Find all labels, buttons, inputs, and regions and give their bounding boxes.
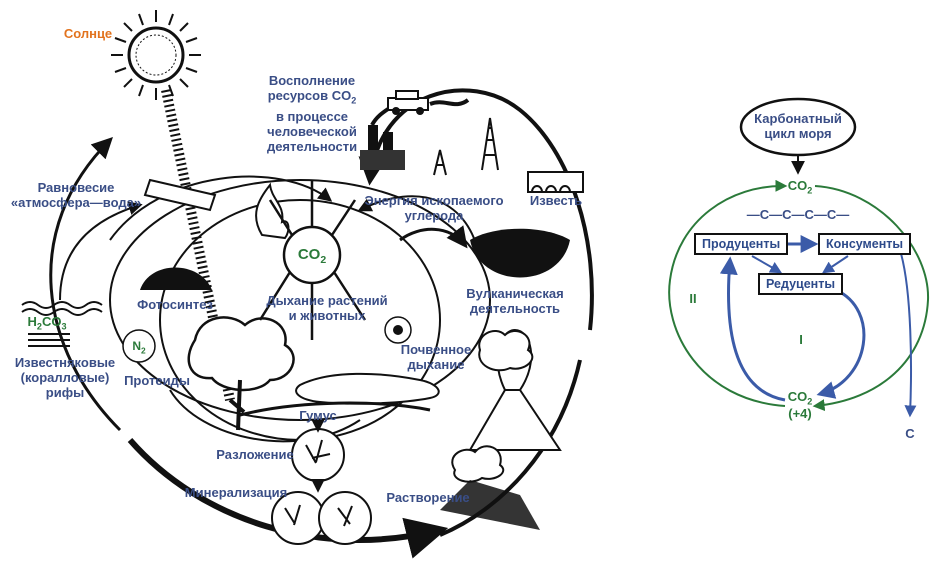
- sun-label: Солнце: [63, 26, 113, 41]
- co2-top-label: CO2: [787, 178, 813, 196]
- right-return-arrow: [439, 359, 582, 537]
- consumers-box: Консументы: [818, 233, 912, 255]
- lime-label: Известь: [529, 193, 583, 208]
- photosynthesis-label: Фотосинтез: [137, 297, 213, 312]
- cycle-ii-label: II: [689, 291, 697, 306]
- reducers-box: Редуценты: [758, 273, 844, 295]
- inner-orbit-1: [109, 179, 491, 421]
- car-icon: [387, 90, 470, 115]
- bottom-arc-arrow: [127, 438, 449, 559]
- h2co3-label: H2CO3: [27, 314, 67, 332]
- equilibrium-loop: [59, 201, 143, 301]
- humus-label: Гумус: [299, 408, 337, 423]
- consumers-to-reducers-arrow: [822, 255, 849, 274]
- fossil-deposit-icon: [470, 228, 570, 278]
- animal-icon: [295, 372, 440, 405]
- dissolution-label: Растворение: [386, 490, 470, 505]
- reducers-to-co2-arrow: [816, 288, 866, 399]
- log-icon: [143, 178, 217, 212]
- soil-respiration-label: Почвенное дыхание: [400, 342, 472, 372]
- volcanic-label: Вулканическая деятельность: [466, 286, 564, 316]
- ocean-waves-icon: [21, 301, 103, 316]
- tree-icon: [187, 316, 295, 431]
- oil-derrick-icon: [433, 117, 499, 176]
- n2-circle: [122, 329, 156, 363]
- carbon-label: C: [905, 426, 915, 441]
- equilibrium-label: Равновесие «атмосфера—вода»: [10, 180, 142, 210]
- decomposition-label: Разложение: [216, 447, 294, 462]
- carbon-chain-label: —C—C—C—C—: [746, 207, 850, 222]
- fire-icon: [255, 182, 290, 240]
- top-right-arc-arrow: [358, 88, 594, 331]
- co2-bottom-label: CO2: [787, 389, 813, 407]
- cycle-ii-right-arc: [812, 185, 930, 412]
- center-rays: [258, 180, 367, 340]
- inner-orbit-3: [109, 175, 333, 241]
- limestone-label: Известняковые (коралловые) рифы: [14, 355, 116, 400]
- oxidation-state-label: (+4): [788, 406, 812, 421]
- replenish-label: Восполнение ресурсов CO2 в процессе чело…: [266, 73, 358, 154]
- hill-icon: [140, 267, 212, 290]
- respiration-label: Дыхание растений и животных: [266, 293, 388, 323]
- n2-label: N2: [132, 339, 146, 356]
- outer-cycle-arrow: [49, 137, 122, 432]
- mineralization-label: Минерализация: [184, 485, 288, 500]
- center-co2-label: CO2: [297, 246, 327, 266]
- producers-to-reducers-arrow: [751, 255, 783, 274]
- microbe-marks: [284, 439, 353, 527]
- proteins-label: Протеиды: [124, 373, 190, 388]
- volcano-icon: [440, 328, 562, 530]
- bug-icon: [393, 325, 403, 335]
- carbonate-cycle-label: Карбонатный цикл моря: [754, 111, 842, 141]
- inner-orbit-5: [169, 389, 361, 443]
- fossil-arrows: [399, 225, 468, 249]
- sun-icon: [111, 10, 201, 100]
- cycle-i-label: I: [799, 332, 803, 347]
- producers-box: Продуценты: [694, 233, 789, 255]
- consumers-to-carbon-arrow: [899, 249, 917, 418]
- reef-strata-icon: [28, 333, 70, 347]
- cycle-ii-circle: [668, 179, 788, 407]
- soil-ground: [239, 401, 431, 417]
- co2-to-producers-arrow: [719, 256, 786, 402]
- lime-kiln-icon: [527, 171, 584, 193]
- fossil-energy-label: Энергия ископаемого углерода: [364, 193, 504, 223]
